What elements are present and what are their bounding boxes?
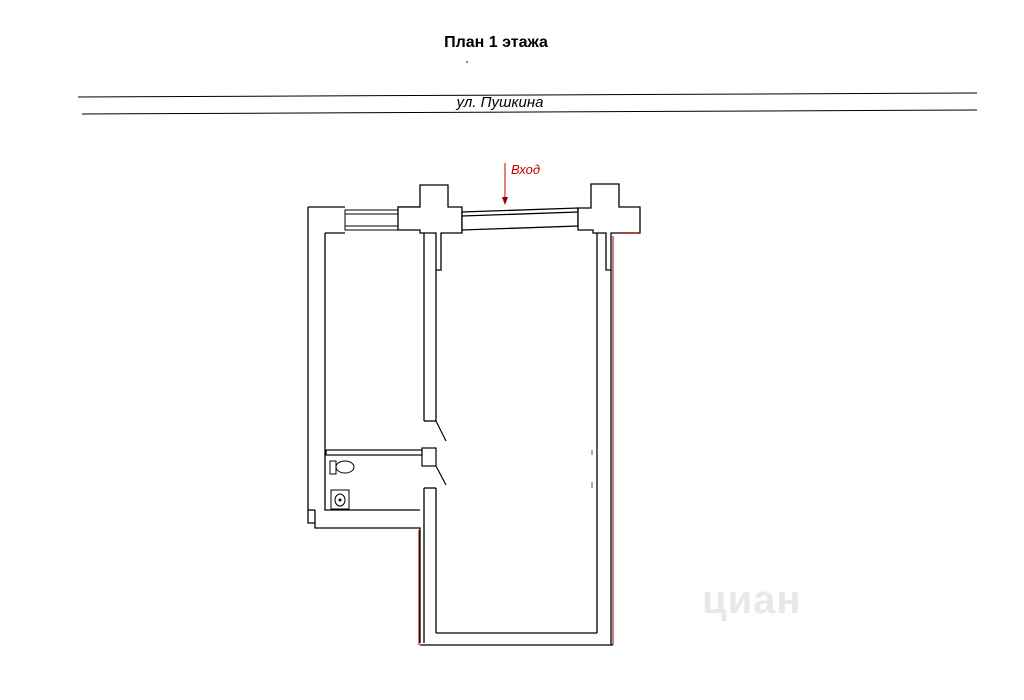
door-upper [435,420,447,442]
partition-wall-upper [423,233,437,422]
partition-wall-lower [423,487,437,643]
door-lower [435,465,447,486]
sink-icon [330,489,350,510]
plan-title: План 1 этажа [444,34,548,51]
left-window [344,209,399,231]
entrance-arrow-icon [502,163,508,205]
bathroom-wall [325,447,437,467]
bottom-wall [420,632,613,646]
street-label: ул. Пушкина [456,94,544,111]
entrance-label: Вход [511,162,541,177]
left-pilaster [397,184,463,271]
storefront-window [461,207,579,231]
main-hall-right-wall [596,233,612,645]
toilet-icon [329,460,355,475]
title-dot [466,61,468,63]
street-lines [77,92,978,115]
right-pilaster [577,183,641,271]
outer-walls [307,206,421,643]
watermark-logo: циан [702,578,802,622]
